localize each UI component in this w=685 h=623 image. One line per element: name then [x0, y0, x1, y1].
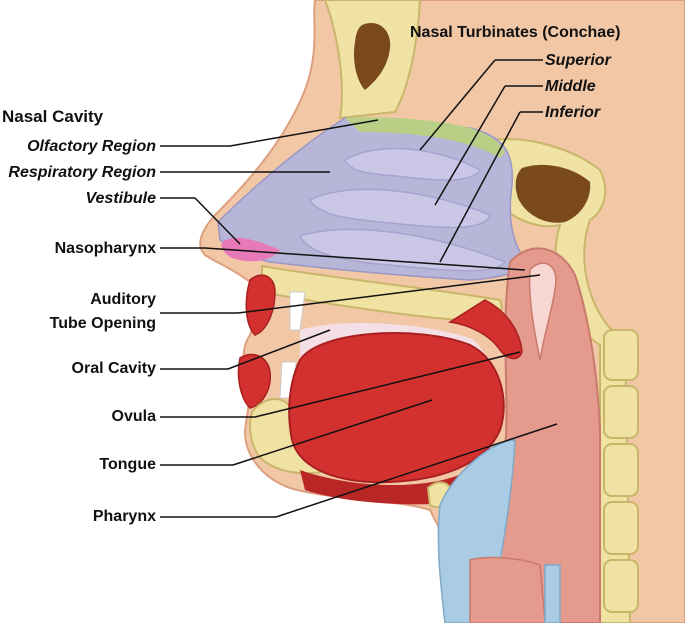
leader-lines: [160, 59, 558, 518]
auditory-label-line2: Tube Opening: [49, 315, 156, 332]
nasal-cavity-label: Nasal Cavity: [2, 107, 104, 126]
tongue-label: Tongue: [99, 456, 156, 473]
olfactory-region-label: Olfactory Region: [27, 138, 156, 155]
nasal-turbinates-label: Nasal Turbinates (Conchae): [410, 24, 621, 41]
auditory-tube-shape: [528, 262, 557, 361]
turbinate-inferior-shape: [298, 228, 507, 272]
respiratory-region-label: Respiratory Region: [8, 164, 156, 181]
auditory-label-line1: Auditory: [90, 291, 156, 308]
frontal-sinus: [354, 22, 391, 90]
turbinate-middle-shape: [308, 188, 491, 229]
inferior-label: Inferior: [545, 104, 601, 121]
trachea: [469, 556, 546, 623]
tongue-shape: [288, 332, 505, 484]
pharynx-label: Pharynx: [92, 508, 156, 525]
middle-label: Middle: [545, 78, 596, 95]
soft-palate: [447, 299, 523, 360]
superior-label: Superior: [545, 52, 611, 69]
sphenoid-sinus: [515, 164, 591, 223]
olfactory-band: [345, 117, 505, 158]
lower-lip: [237, 353, 271, 409]
oral-cavity-label: Oral Cavity: [71, 360, 156, 377]
nasopharynx-label: Nasopharynx: [54, 240, 156, 257]
turbinate-superior-shape: [344, 147, 482, 181]
vertebrae: [603, 329, 639, 613]
vestibule-label: Vestibule: [85, 190, 156, 207]
vestibule-area: [221, 237, 280, 262]
ovula-label: Ovula: [111, 408, 156, 425]
esophagus: [544, 564, 561, 623]
